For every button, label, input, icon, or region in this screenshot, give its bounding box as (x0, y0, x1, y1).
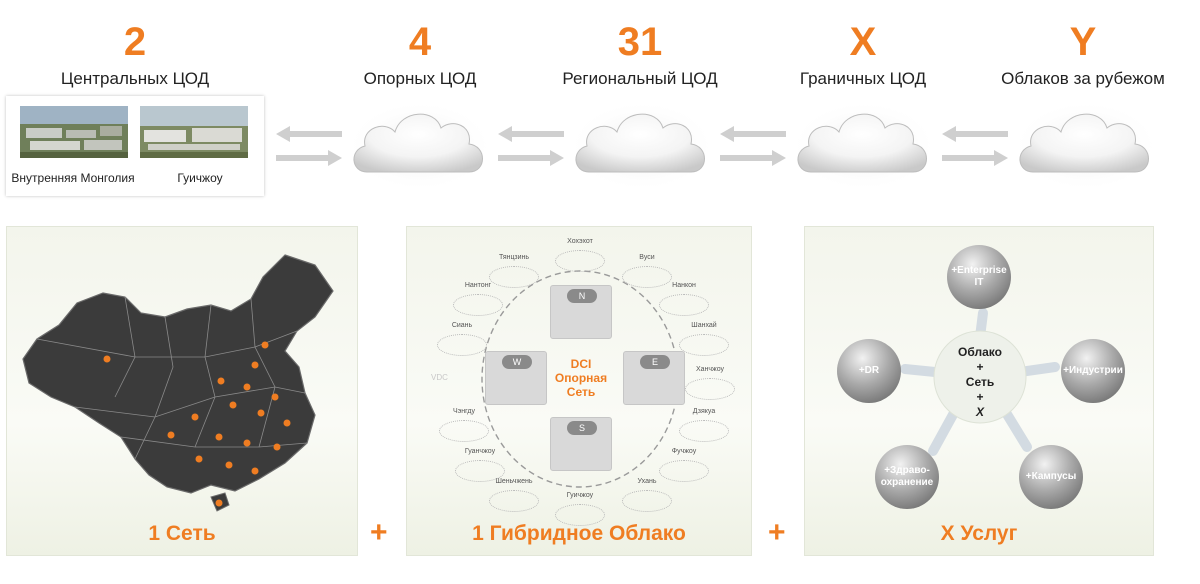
china-map (22, 254, 334, 512)
tier-number-regional: 31 (617, 20, 663, 64)
enterprise-it-service: +Enterprise IT (947, 245, 1011, 309)
dc-node: Ханчжоу (675, 365, 745, 405)
cloud-icon (790, 100, 938, 192)
network-panel: 1 Сеть (6, 226, 358, 556)
core-node-west: W (485, 351, 547, 405)
industries-service: +Индустрии (1061, 339, 1125, 403)
core-tag: E (640, 355, 670, 369)
tier-number-edge: X (849, 20, 877, 64)
cloud-icon (568, 100, 716, 192)
core-node-south: S (550, 417, 612, 471)
campuses-service: +Кампусы (1019, 445, 1083, 509)
bidirectional-arrow-icon (942, 126, 1008, 166)
healthcare-service: +Здраво-охранение (875, 445, 939, 509)
inner-mongolia-photo (20, 106, 128, 158)
services-arrows (900, 308, 1060, 456)
dc-node: Хохэхот (545, 237, 615, 277)
cloud-icon (346, 100, 494, 192)
dc-node: Дзякуа (669, 407, 739, 447)
bidirectional-arrow-icon (720, 126, 786, 166)
dc-node: Нантонг (443, 281, 513, 321)
dc-node: Чэнгду (429, 407, 499, 447)
tier-number-core: 4 (408, 20, 432, 64)
tier-label-abroad: Облаков за рубежом (1001, 69, 1165, 88)
plus-sign: + (370, 516, 388, 549)
hybrid-cloud-panel-title: 1 Гибридное Облако (472, 522, 686, 545)
dc-node: Гуанчжоу (445, 447, 515, 487)
core-node-north: N (550, 285, 612, 339)
central-datacenters-photo-card: Внутренняя Монголия Гуичжоу (6, 96, 264, 196)
tier-label-central: Центральных ЦОД (60, 69, 210, 88)
dc-node: Шанхай (669, 321, 739, 361)
core-node-east: E (623, 351, 685, 405)
bidirectional-arrow-icon (276, 126, 342, 166)
guizhou-photo (140, 106, 248, 158)
dc-node: Гуичжоу (545, 491, 615, 531)
cloud-icon (1012, 100, 1160, 192)
tier-label-regional: Региональный ЦОД (562, 69, 718, 88)
datacenter-dots (103, 341, 291, 507)
tier-label-core: Опорных ЦОД (363, 69, 477, 88)
core-tag: S (567, 421, 597, 435)
guizhou-caption: Гуичжоу (177, 171, 223, 185)
tier-label-edge: Граничных ЦОД (799, 69, 927, 88)
network-panel-title: 1 Сеть (148, 522, 216, 545)
dc-node: Нанкон (649, 281, 719, 321)
core-tag: W (502, 355, 532, 369)
hybrid-cloud-panel: N E S W DCI Опорная Сеть VDC Хохэхот Вус… (406, 226, 752, 556)
services-center-label: Облако + Сеть + X (958, 345, 1002, 419)
services-panel-title: X Услуг (940, 522, 1018, 545)
inner-mongolia-caption: Внутренняя Монголия (11, 171, 135, 185)
tier-number-abroad: Y (1069, 20, 1097, 64)
dc-node: Ухань (612, 477, 682, 517)
plus-sign: + (768, 516, 786, 549)
bidirectional-arrow-icon (498, 126, 564, 166)
dr-service: +DR (837, 339, 901, 403)
dc-node: Фучжоу (649, 447, 719, 487)
dc-node: Шеньчжень (479, 477, 549, 517)
vdc-label: VDC (431, 373, 448, 382)
core-tag: N (567, 289, 597, 303)
dc-node: Вуси (612, 253, 682, 293)
services-panel: Облако + Сеть + X +Enterprise IT +Индуст… (804, 226, 1154, 556)
dc-node: Тянцзинь (479, 253, 549, 293)
dc-node: Сиань (427, 321, 497, 361)
tier-number-central: 2 (123, 20, 147, 64)
dci-core-label: DCI Опорная Сеть (554, 357, 608, 399)
